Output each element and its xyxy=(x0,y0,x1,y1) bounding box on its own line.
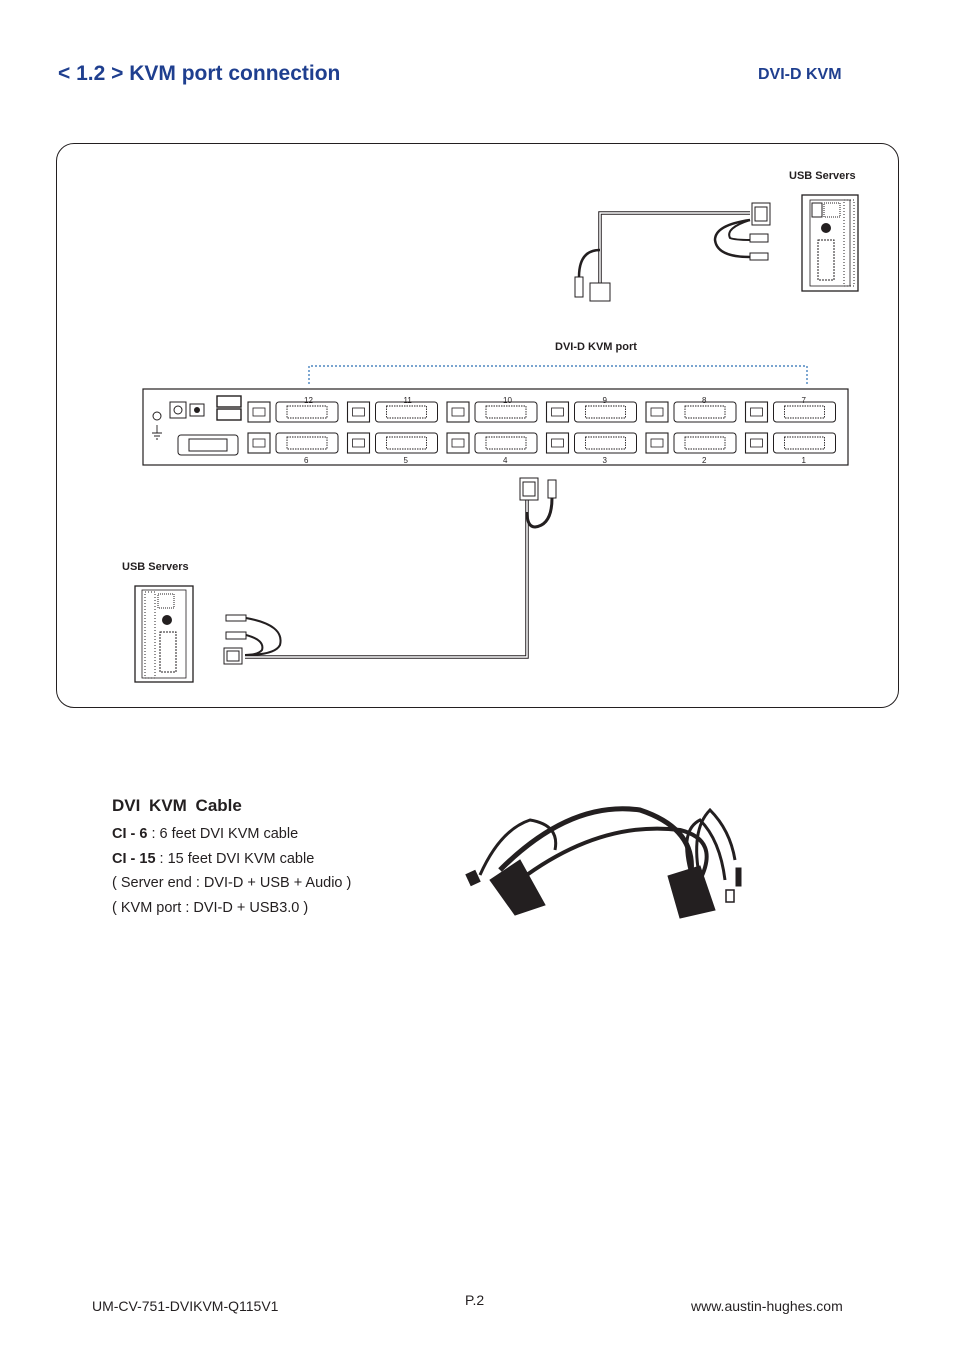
port-number: 10 xyxy=(503,396,512,405)
page-title: < 1.2 > KVM port connection xyxy=(58,62,341,85)
cable-code: CI - 6 xyxy=(112,826,148,842)
usb-port xyxy=(446,432,470,454)
dvi-port xyxy=(474,432,538,454)
port-number: 6 xyxy=(304,456,309,465)
connection-diagram xyxy=(56,143,899,708)
port-number: 3 xyxy=(602,456,607,465)
port-number: 5 xyxy=(403,456,408,465)
server-label-top: USB Servers xyxy=(789,170,856,182)
server-tower-bottom xyxy=(134,585,194,683)
usb-port xyxy=(744,432,769,454)
cable-code: CI - 15 xyxy=(112,851,156,867)
doc-id: UM-CV-751-DVIKVM-Q115V1 xyxy=(92,1298,279,1314)
usb-port xyxy=(446,401,470,423)
cable-desc: : 15 feet DVI KVM cable xyxy=(155,851,315,867)
kvm-port-label: DVI-D KVM port xyxy=(555,341,637,353)
dvi-port xyxy=(375,432,438,454)
cable-line: CI - 15 : 15 feet DVI KVM cable xyxy=(112,851,314,867)
usb-port xyxy=(645,432,669,454)
usb-port xyxy=(346,432,371,454)
server-label-bottom: USB Servers xyxy=(122,561,189,573)
dvi-port xyxy=(773,432,836,454)
usb-port xyxy=(545,401,570,423)
port-number: 4 xyxy=(503,456,508,465)
port-number: 8 xyxy=(702,396,707,405)
usb-port xyxy=(645,401,669,423)
cable-desc: ( KVM port : DVI-D + USB3.0 ) xyxy=(112,900,309,916)
dvi-port xyxy=(275,432,339,454)
kvm-chassis xyxy=(142,388,849,466)
dvi-port xyxy=(673,432,737,454)
cable-line: CI - 6 : 6 feet DVI KVM cable xyxy=(112,826,298,842)
website-link[interactable]: www.austin-hughes.com xyxy=(691,1298,843,1314)
port-number: 1 xyxy=(801,456,806,465)
cable-heading: DVI KVM Cable xyxy=(112,796,242,815)
usb-port xyxy=(346,401,371,423)
dvi-port xyxy=(673,401,737,423)
product-label: DVI-D KVM xyxy=(758,66,842,83)
dvi-port xyxy=(574,432,637,454)
dvi-port xyxy=(474,401,538,423)
usb-port xyxy=(545,432,570,454)
port-number: 12 xyxy=(304,396,313,405)
port-number: 9 xyxy=(602,396,607,405)
cable-photo xyxy=(465,806,742,919)
dvi-port xyxy=(275,401,339,423)
usb-port xyxy=(247,432,271,454)
server-tower-top xyxy=(801,194,859,292)
page-number: P.2 xyxy=(465,1292,485,1308)
usb-port xyxy=(744,401,769,423)
dvi-port xyxy=(574,401,637,423)
port-number: 2 xyxy=(702,456,707,465)
dvi-port xyxy=(773,401,836,423)
usb-port xyxy=(247,401,271,423)
dvi-port xyxy=(375,401,438,423)
cable-desc: ( Server end : DVI-D + USB + Audio ) xyxy=(112,875,352,891)
port-number: 11 xyxy=(403,396,412,405)
cable-desc: : 6 feet DVI KVM cable xyxy=(147,826,299,842)
cable-line: ( KVM port : DVI-D + USB3.0 ) xyxy=(112,900,308,916)
cable-line: ( Server end : DVI-D + USB + Audio ) xyxy=(112,875,351,891)
port-number: 7 xyxy=(801,396,806,405)
